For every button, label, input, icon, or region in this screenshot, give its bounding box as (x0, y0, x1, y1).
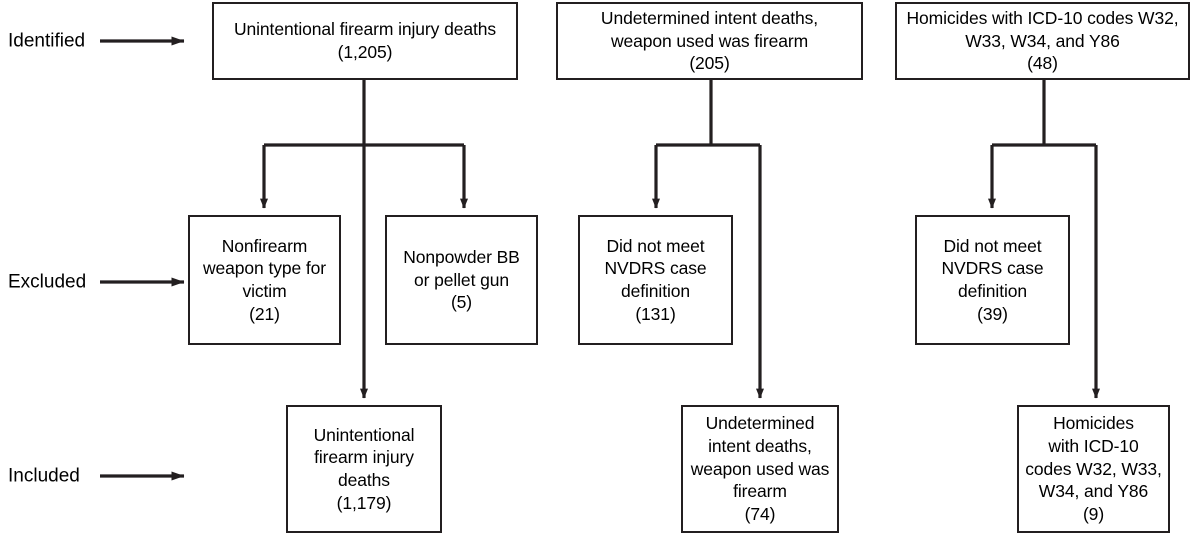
row-label-included: Included (8, 465, 80, 487)
node-excluded-nonfirearm-weapon: Nonfirearm weapon type for victim (21) (188, 215, 341, 345)
node-identified-unintentional: Unintentional firearm injury deaths (1,2… (212, 2, 518, 80)
node-included-unintentional: Unintentional firearm injury deaths (1,1… (286, 405, 442, 533)
node-excluded-undetermined-nvdrs: Did not meet NVDRS case definition (131) (578, 215, 733, 345)
node-excluded-homicides-nvdrs: Did not meet NVDRS case definition (39) (915, 215, 1070, 345)
node-identified-homicides: Homicides with ICD-10 codes W32, W33, W3… (895, 2, 1190, 80)
node-excluded-nonpowder-bb: Nonpowder BB or pellet gun (5) (385, 215, 538, 345)
node-included-undetermined: Undetermined intent deaths, weapon used … (681, 405, 839, 533)
row-label-excluded: Excluded (8, 271, 87, 293)
node-identified-undetermined: Undetermined intent deaths, weapon used … (556, 2, 863, 80)
row-label-identified: Identified (8, 30, 86, 52)
node-included-homicides: Homicides with ICD-10 codes W32, W33, W3… (1017, 405, 1170, 533)
